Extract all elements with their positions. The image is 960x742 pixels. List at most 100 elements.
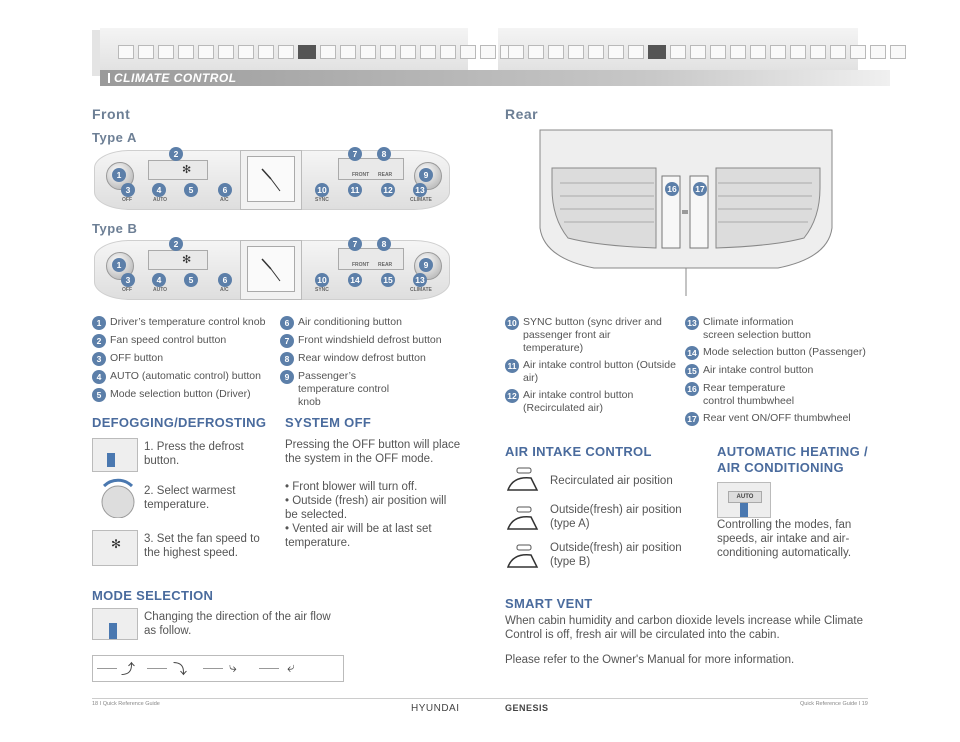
fan-button-image: ✻ <box>92 530 138 566</box>
callout-number-badge: 13 <box>685 316 699 330</box>
smart-vent-note: Please refer to the Owner's Manual for m… <box>505 654 795 666</box>
sync-label: SYNC <box>315 287 329 293</box>
front-defrost-label: FRONT <box>352 172 370 178</box>
climate-label: CLIMATE <box>410 197 432 203</box>
smart-vent-heading: SMART VENT <box>505 596 593 611</box>
mode-defrost-foot-icon: ⤶ <box>287 659 295 675</box>
footer-rule <box>92 698 868 699</box>
type-a-heading: Type A <box>92 130 137 145</box>
callout-number-badge: 14 <box>348 273 362 287</box>
outside-air-b-label: Outside(fresh) air position (type B) <box>550 542 682 568</box>
header-icons-left <box>118 45 516 59</box>
mode-face-foot-icon: ⤵ <box>173 661 187 677</box>
callout-number-badge: 1 <box>92 316 106 330</box>
defog-step-2: 2. Select warmest temperature. <box>144 485 236 511</box>
rear-defrost-label: REAR <box>378 262 393 268</box>
callout-number-badge: 9 <box>280 370 294 384</box>
callout-number-badge: 15 <box>685 364 699 378</box>
callout-number-badge: 6 <box>280 316 294 330</box>
air-intake-heading: AIR INTAKE CONTROL <box>505 444 652 459</box>
callout-number-badge: 1 <box>112 168 126 182</box>
callout-number-badge: 15 <box>381 273 395 287</box>
recirculated-air-icon <box>505 466 541 496</box>
ac-label: A/C <box>220 287 229 293</box>
brand-hyundai: HYUNDAI <box>411 703 460 714</box>
list-item: • Vented air will be at last set tempera… <box>285 523 432 549</box>
defogging-heading: DEFOGGING/DEFROSTING <box>92 415 267 430</box>
callout-number-badge: 6 <box>218 273 232 287</box>
title-marker <box>108 73 110 83</box>
callout-number-badge: 13 <box>413 273 427 287</box>
callout-number-badge: 17 <box>693 182 707 196</box>
auto-button-image: AUTO <box>717 482 771 518</box>
callout-number-badge: 6 <box>218 183 232 197</box>
callout-number-badge: 8 <box>377 237 391 251</box>
defog-step-1: 1. Press the defrost button. <box>144 441 244 467</box>
auto-label: AUTO <box>153 197 168 203</box>
defog-step-3: 3. Set the fan speed to the highest spee… <box>144 533 260 559</box>
mode-button-image <box>92 608 138 640</box>
analog-clock <box>247 246 295 292</box>
auto-heating-heading-2: AIR CONDITIONING <box>717 460 844 475</box>
callout-number-badge: 4 <box>152 273 166 287</box>
defrost-button-image <box>92 438 138 472</box>
rear-vent-illustration: 16 17 <box>538 128 834 298</box>
rear-heading: Rear <box>505 106 539 122</box>
outside-air-a-icon <box>505 505 541 535</box>
climate-label: CLIMATE <box>410 287 432 293</box>
fan-speed-button[interactable]: ✻ <box>148 250 208 270</box>
defrost-buttons[interactable] <box>338 248 404 270</box>
callout-number-badge: 8 <box>280 352 294 366</box>
smart-vent-text: When cabin humidity and carbon dioxide l… <box>505 615 863 641</box>
auto-label: AUTO <box>153 287 168 293</box>
callout-number-badge: 7 <box>280 334 294 348</box>
callout-number-badge: 1 <box>112 258 126 272</box>
mode-foot-icon: ⤷ <box>229 659 237 675</box>
defrost-buttons[interactable] <box>338 158 404 180</box>
fan-speed-button[interactable]: ✻ <box>148 160 208 180</box>
callout-number-badge: 3 <box>92 352 106 366</box>
footer-left: 18 I Quick Reference Guide <box>92 701 160 707</box>
callout-number-badge: 2 <box>169 237 183 251</box>
callout-number-badge: 7 <box>348 237 362 251</box>
analog-clock <box>247 156 295 202</box>
callout-number-badge: 3 <box>121 183 135 197</box>
rear-defrost-label: REAR <box>378 172 393 178</box>
passenger-temp-knob[interactable] <box>414 252 442 280</box>
auto-heating-heading-1: AUTOMATIC HEATING / <box>717 444 868 459</box>
auto-heating-text: Controlling the modes, fan speeds, air i… <box>717 519 852 559</box>
callout-number-badge: 4 <box>92 370 106 384</box>
footer-right: Quick Reference Guide I 19 <box>800 701 868 707</box>
system-off-intro: Pressing the OFF button will place the s… <box>285 439 461 465</box>
airflow-sequence: ⤴ ⤵ ⤷ ⤶ <box>92 655 344 682</box>
type-b-heading: Type B <box>92 221 138 236</box>
front-defrost-label: FRONT <box>352 262 370 268</box>
callout-number-badge: 10 <box>315 183 329 197</box>
callout-number-badge: 10 <box>315 273 329 287</box>
callout-number-badge: 11 <box>505 359 519 373</box>
header-icons-right <box>508 45 906 59</box>
list-item: • Front blower will turn off. <box>285 481 418 493</box>
system-off-heading: SYSTEM OFF <box>285 415 372 430</box>
off-label: OFF <box>122 287 132 293</box>
brand-genesis: GENESIS <box>505 703 549 713</box>
section-title: CLIMATE CONTROL <box>114 71 237 85</box>
callout-number-badge: 12 <box>505 389 519 403</box>
ac-label: A/C <box>220 197 229 203</box>
mode-face-icon: ⤴ <box>121 661 135 677</box>
mode-selection-text: Changing the direction of the air flow a… <box>144 611 331 637</box>
temp-knob-image <box>92 478 136 519</box>
